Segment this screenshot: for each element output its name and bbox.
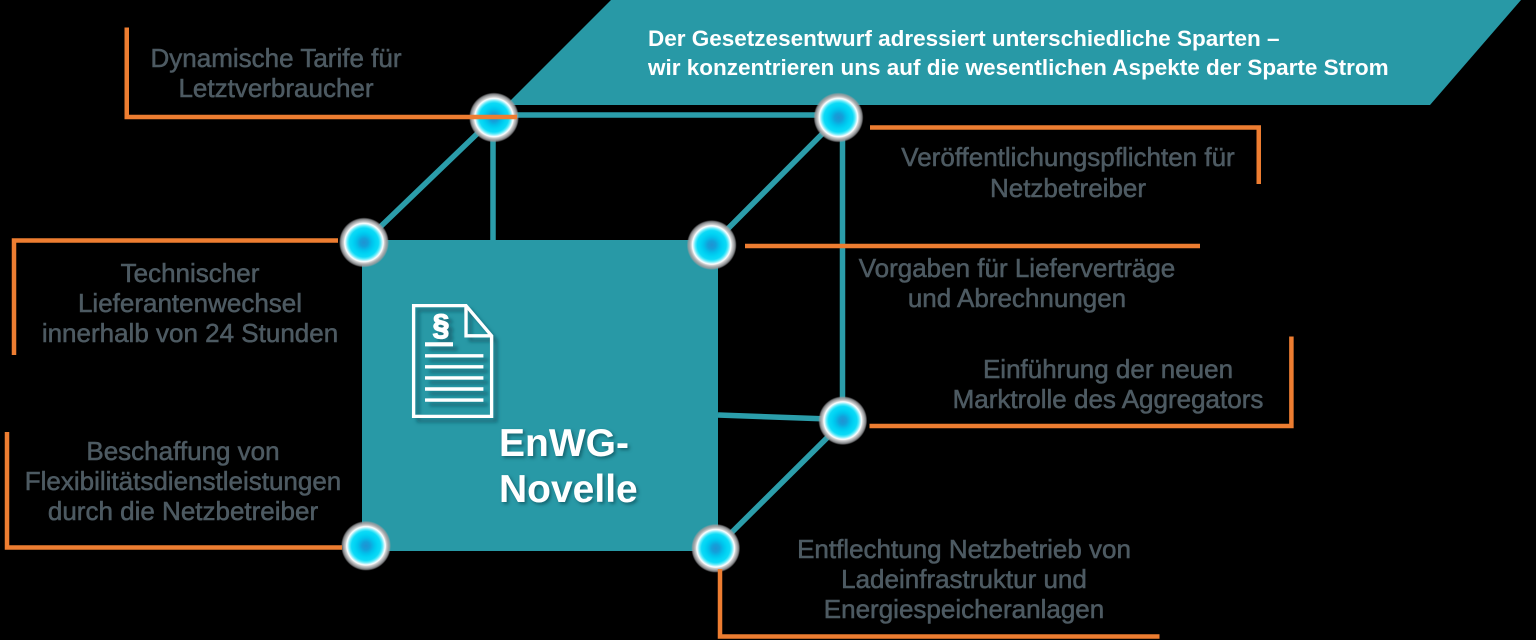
svg-text:§: § — [433, 309, 450, 342]
